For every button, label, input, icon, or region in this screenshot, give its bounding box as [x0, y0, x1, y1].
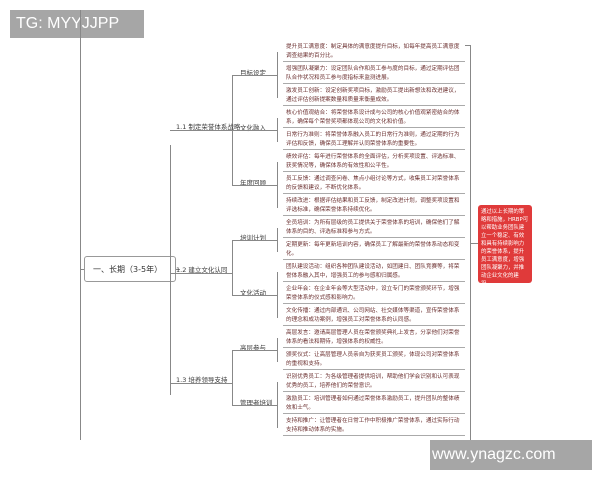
connector — [232, 405, 277, 406]
leaf-node[interactable]: 核心价值观结合：将荣誉体系设计成与公司的核心价值观紧密结合的体系，确保每个荣誉奖… — [283, 108, 465, 128]
connector — [277, 338, 278, 362]
leaf-node[interactable]: 激发员工创新：设定创新奖项目标，激励员工提出新想法和改进建议，通过评估创新提案数… — [283, 86, 465, 106]
leaf-node[interactable]: 全员培训：为所有层级的员工提供关于荣誉体系的培训，确保他们了解体系的目的、评选标… — [283, 218, 465, 238]
connector — [232, 185, 277, 186]
connector — [277, 52, 278, 98]
connector — [232, 295, 277, 296]
leaf-node[interactable]: 定期更新：每年更新培训内容，确保员工了解最新的荣誉体系动态和变化。 — [283, 240, 465, 260]
connector — [170, 383, 232, 384]
leaf-node[interactable]: 绩效评估：每年进行荣誉体系的全面评估，分析奖项设置、评选标准、获奖情况等，确保体… — [283, 152, 465, 172]
watermark-top: TG: MYYJJPP — [10, 10, 144, 38]
connector — [277, 162, 278, 208]
connector — [232, 75, 233, 185]
connector — [232, 240, 277, 241]
group-label[interactable]: 管理者培训 — [240, 399, 273, 407]
group-label[interactable]: 目标设定 — [240, 69, 266, 77]
group-label[interactable]: 文化融入 — [240, 124, 266, 132]
connector — [232, 350, 277, 351]
connector — [232, 75, 277, 76]
leaf-node[interactable]: 文化传播：通过内部通讯、公司网站、社交媒体等渠道，宣传荣誉体系的理念和成功案例，… — [283, 306, 465, 326]
connector — [232, 240, 233, 295]
branch-label[interactable]: 1.3 培养领导支持 — [176, 376, 228, 384]
leaf-node[interactable]: 企业年会：在企业年会等大型活动中，设立专门的荣誉颁奖环节，增强荣誉体系的仪式感和… — [283, 284, 465, 304]
connector — [277, 118, 278, 142]
leaf-node[interactable]: 颁奖仪式：让高层管理人员亲自为获奖员工颁奖，体现公司对荣誉体系的重视和支持。 — [283, 350, 465, 370]
group-label[interactable]: 文化活动 — [240, 289, 266, 297]
connector — [170, 130, 232, 131]
group-label[interactable]: 高层参与 — [240, 344, 266, 352]
connector — [232, 130, 277, 131]
leaf-node[interactable]: 员工反馈：通过调查问卷、焦点小组讨论等方式，收集员工对荣誉体系的反馈和建议，不断… — [283, 174, 465, 194]
connector — [170, 273, 232, 274]
leaf-node[interactable]: 团队建设活动：组织各种团队建设活动，如团建日、团队竞赛等，将荣誉体系融入其中，增… — [283, 262, 465, 282]
leaf-node[interactable]: 支持和推广：让管理者在日常工作中积极推广荣誉体系，通过实际行动支持和推动体系的实… — [283, 416, 465, 436]
connector — [232, 350, 233, 405]
connector — [277, 382, 278, 428]
summary-note[interactable]: 通过以上长期的策略和措施，HRBP可以帮助业务团队建立一个稳定、有效和具有持续影… — [478, 205, 532, 287]
leaf-node[interactable]: 增强团队凝聚力：设定团队合作和员工参与度的目标，通过定期评估团队合作状况和员工参… — [283, 64, 465, 84]
group-label[interactable]: 培训计划 — [240, 234, 266, 242]
leaf-node[interactable]: 高层发言：邀请高层管理人员在荣誉颁奖典礼上发言，分享他们对荣誉体系的看法和期待，… — [283, 328, 465, 348]
connector — [277, 228, 278, 252]
watermark-bottom: www.ynagzc.com — [430, 440, 592, 470]
leaf-node[interactable]: 激励员工：培训管理者如何通过荣誉体系激励员工，提升团队的整体绩效和士气。 — [283, 394, 465, 414]
leaf-node[interactable]: 持续改进：根据评估结果和员工反馈，制定改进计划，调整奖项设置和评选标准，确保荣誉… — [283, 196, 465, 216]
branch-label[interactable]: 1.2 建立文化认同 — [176, 266, 228, 274]
leaf-node[interactable]: 提升员工满意度：制定具体的满意度提升目标，如每年提高员工满意度调查结果的百分比。 — [283, 42, 465, 62]
connector — [277, 272, 278, 318]
root-node[interactable]: 一、长期（3-5年） — [84, 256, 176, 282]
group-label[interactable]: 年度回顾 — [240, 179, 266, 187]
branch-label[interactable]: 1.1 制定荣誉体系战略 — [176, 123, 241, 131]
leaf-node[interactable]: 日常行为准则：将荣誉体系融入员工的日常行为准则，通过定期的行为评估和反馈，确保员… — [283, 130, 465, 150]
root-label: 一、长期（3-5年） — [93, 264, 163, 274]
leaf-node[interactable]: 识别优秀员工：为各级管理者提供培训，帮助他们学会识别和认可表现优秀的员工，培养他… — [283, 372, 465, 392]
